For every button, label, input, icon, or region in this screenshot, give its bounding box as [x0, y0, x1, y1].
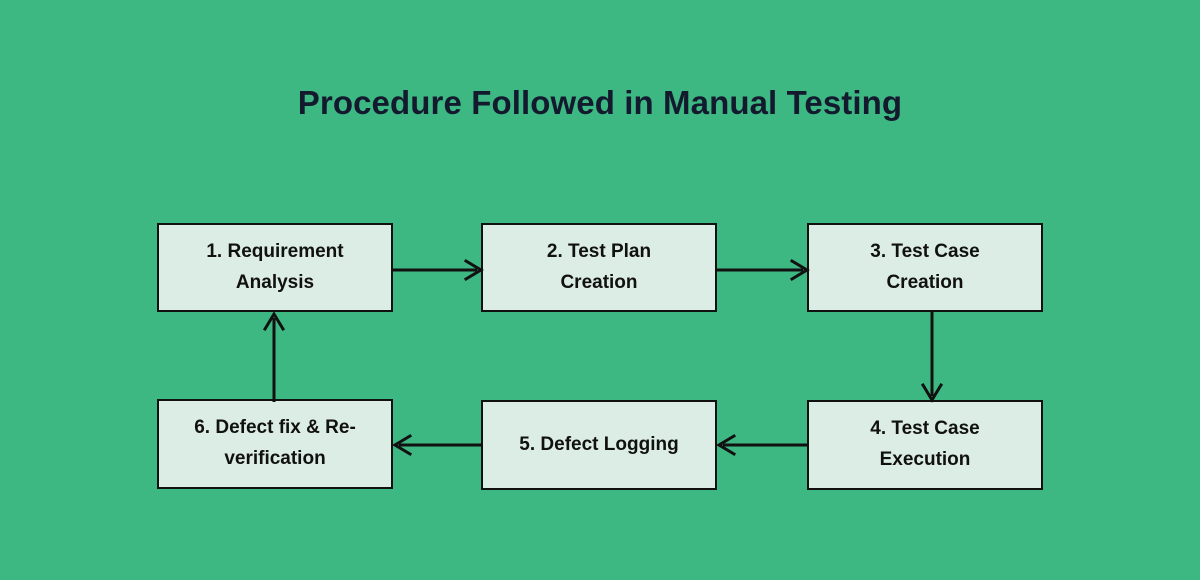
flow-node-label: 2. Test Plan Creation — [497, 237, 701, 299]
flow-node-label: 6. Defect fix & Re- verification — [173, 413, 377, 475]
flow-node-label: 4. Test Case Execution — [823, 414, 1027, 476]
flow-node-line-1: 3. Test Case — [870, 240, 980, 262]
flow-node-line-1: 4. Test Case — [870, 418, 980, 440]
flow-node-line-2: Execution — [879, 449, 971, 470]
flow-node-line-1: 6. Defect fix & Re- — [194, 417, 356, 439]
flow-node-label: 5. Defect Logging — [497, 430, 701, 461]
flow-node-line-1: 5. Defect Logging — [519, 433, 679, 455]
flow-node-label: 3. Test Case Creation — [823, 237, 1027, 299]
flow-node-requirement-analysis[interactable]: 1. Requirement Analysis — [157, 223, 393, 312]
flow-node-label: 1. Requirement Analysis — [173, 237, 377, 299]
flow-node-line-2: Analysis — [235, 271, 315, 293]
arrow-requirement-analysis-to-test-plan-creation — [393, 255, 484, 285]
arrow-test-case-creation-to-test-case-execution — [917, 312, 947, 403]
flow-node-line-2: Creation — [560, 271, 638, 293]
arrow-test-case-execution-to-defect-logging — [716, 430, 809, 460]
flow-node-defect-fix-reverification[interactable]: 6. Defect fix & Re- verification — [157, 399, 393, 489]
flow-node-line-2: Creation — [886, 271, 964, 293]
flow-node-line-2: verification — [224, 448, 326, 469]
page-title: Procedure Followed in Manual Testing — [297, 84, 903, 121]
arrow-test-plan-creation-to-test-case-creation — [717, 255, 810, 285]
flow-node-test-plan-creation[interactable]: 2. Test Plan Creation — [481, 223, 717, 312]
flow-node-line-1: 2. Test Plan — [546, 240, 652, 262]
arrow-defect-logging-to-defect-fix-reverification — [392, 430, 483, 460]
flow-node-defect-logging[interactable]: 5. Defect Logging — [481, 400, 717, 490]
flow-node-line-1: 1. Requirement — [206, 240, 344, 262]
flow-node-test-case-execution[interactable]: 4. Test Case Execution — [807, 400, 1043, 490]
arrow-defect-fix-reverification-to-requirement-analysis — [259, 311, 289, 402]
flow-node-test-case-creation[interactable]: 3. Test Case Creation — [807, 223, 1043, 312]
